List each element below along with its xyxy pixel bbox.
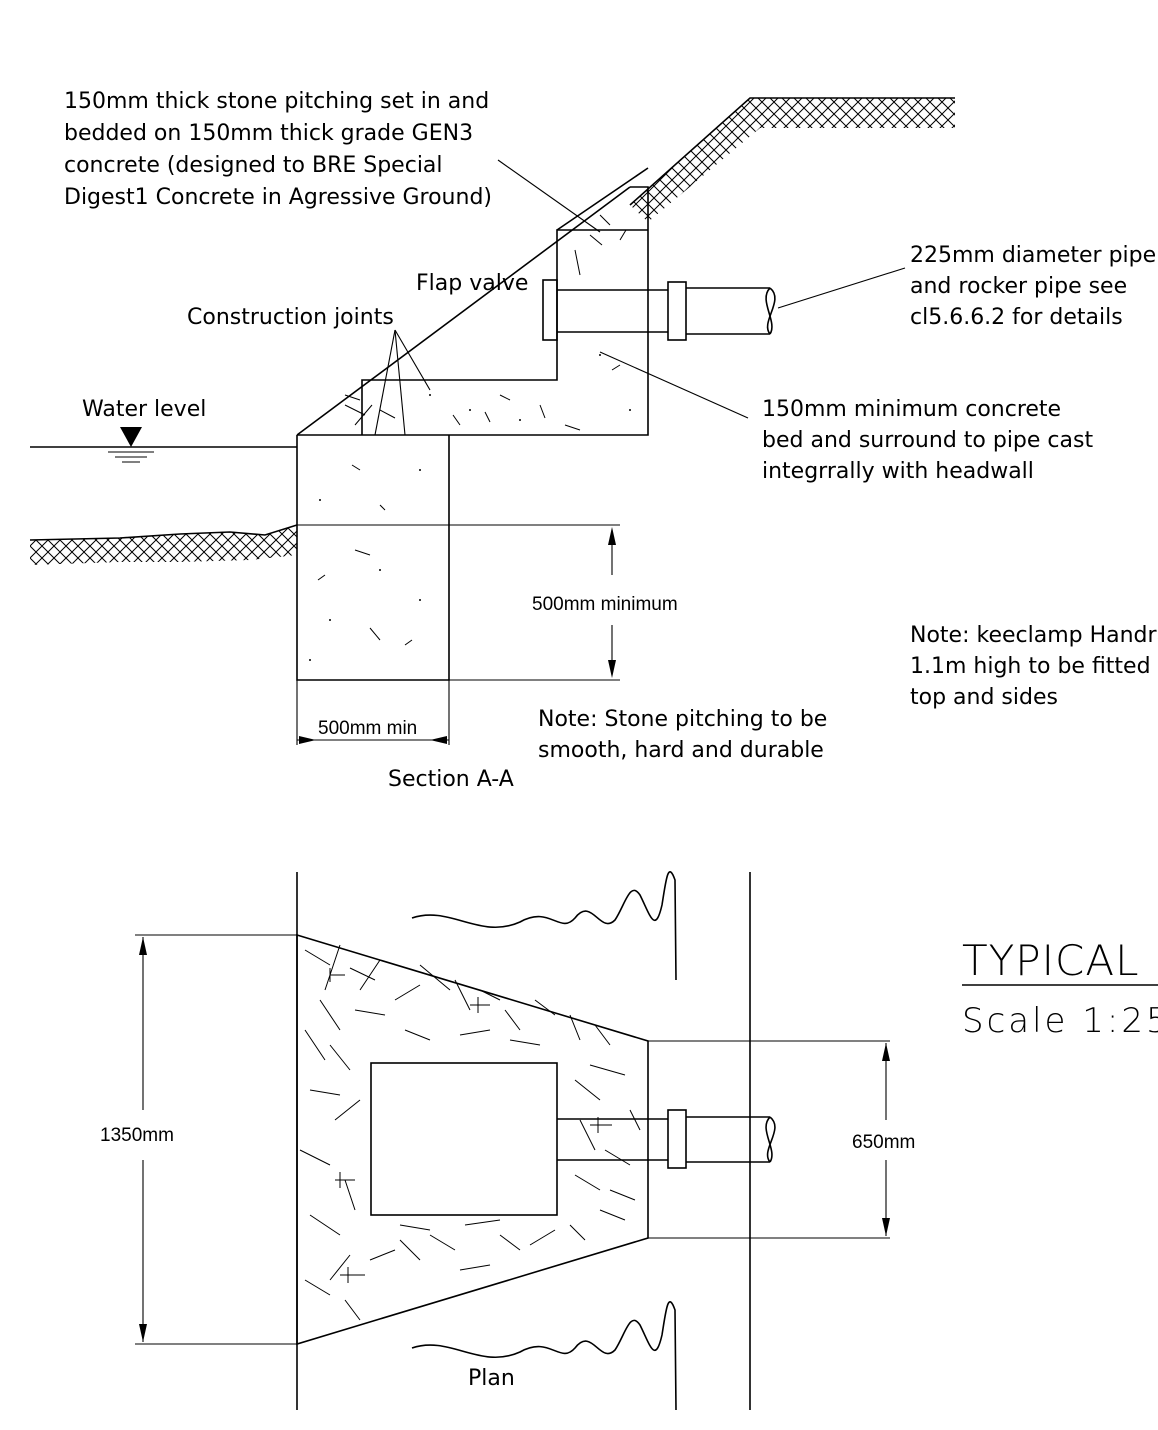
- plan-view: 1350mm 650mm Plan: [100, 871, 915, 1411]
- leader-lines: [497, 159, 906, 419]
- bed-note-line-1: 150mm minimum concrete: [762, 397, 1061, 422]
- handrail-note-line-2: 1.1m high to be fitted: [910, 654, 1151, 679]
- stone-note-line-1: Note: Stone pitching to be: [538, 707, 827, 732]
- dimension-1350: [135, 934, 297, 1345]
- handrail-note-line-1: Note: keeclamp Handra: [910, 623, 1158, 648]
- stone-note-line-2: smooth, hard and durable: [538, 738, 824, 763]
- pitching-note-line-1: 150mm thick stone pitching set in and: [64, 89, 489, 114]
- dimension-500-min: [296, 680, 450, 745]
- flow-wave-top: [411, 871, 677, 981]
- handrail-note-line-3: top and sides: [910, 685, 1058, 710]
- pipe-note-line-2: and rocker pipe see: [910, 274, 1127, 299]
- plan-pitching-texture: [299, 944, 641, 1321]
- dim-500-min-label: 500mm min: [318, 718, 417, 739]
- dimension-500-minimum: [449, 524, 620, 681]
- headwall-concrete-section: [296, 167, 649, 681]
- pitching-note-line-3: concrete (designed to BRE Special: [64, 153, 443, 178]
- flap-valve: [542, 279, 558, 341]
- pitching-note-line-2: bedded on 150mm thick grade GEN3: [64, 121, 473, 146]
- drawing-scale: Scale 1:25: [962, 1001, 1158, 1041]
- pipe-section: [557, 281, 776, 341]
- river-bed-hatch: [29, 524, 298, 565]
- plan-caption: Plan: [468, 1366, 515, 1391]
- water-level-label: Water level: [82, 397, 206, 422]
- title-block: TYPICAL Scale 1:25: [962, 936, 1158, 1041]
- pipe-note-line-3: cl5.6.6.2 for details: [910, 305, 1123, 330]
- flow-wave-bottom: [411, 1301, 677, 1411]
- section-caption: Section A-A: [388, 767, 514, 792]
- pipe-note-line-1: 225mm diameter pipe: [910, 243, 1156, 268]
- dim-650-label: 650mm: [852, 1132, 915, 1153]
- embankment-ground-hatch: [629, 97, 955, 222]
- bed-note-line-2: bed and surround to pipe cast: [762, 428, 1093, 453]
- dim-1350-label: 1350mm: [100, 1125, 174, 1146]
- dimension-650: [648, 1040, 890, 1239]
- section-view: 150mm thick stone pitching set in and be…: [29, 89, 1158, 792]
- bed-note-line-3: integrrally with headwall: [762, 459, 1034, 484]
- pitching-note-line-4: Digest1 Concrete in Agressive Ground): [64, 185, 492, 210]
- plan-headwall: [296, 933, 649, 1346]
- dim-500-minimum-label: 500mm minimum: [532, 594, 678, 615]
- plan-pipe: [557, 1109, 776, 1169]
- concrete-texture: [309, 214, 631, 661]
- drawing-title: TYPICAL: [962, 936, 1139, 985]
- water-level-marker: [30, 427, 297, 463]
- construction-joint-leaders: [374, 329, 431, 436]
- construction-joints-label: Construction joints: [187, 305, 394, 330]
- flap-valve-label: Flap valve: [416, 271, 528, 296]
